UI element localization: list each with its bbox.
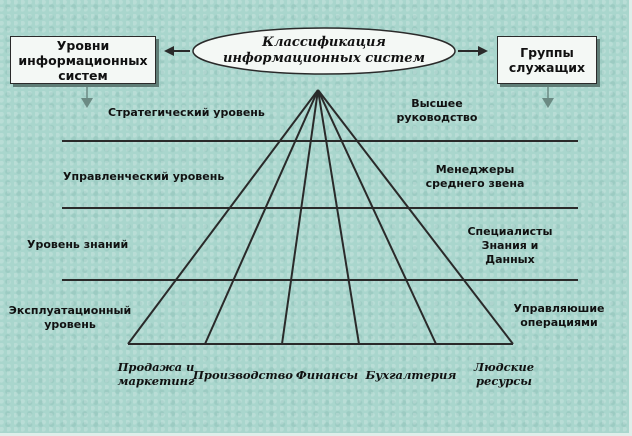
area-accounting: Бухгалтерия (365, 368, 457, 382)
level-strategic: Стратегический уровень (108, 106, 265, 119)
center-ellipse (192, 27, 456, 75)
pyramid-ray (317, 89, 437, 345)
pyramid-ray (127, 89, 319, 345)
employee-top: Высшее руководство (396, 97, 478, 124)
area-finance: Финансы (295, 368, 359, 382)
level-knowledge: Уровень знаний (27, 238, 129, 251)
area-sales: Продажа и маркетинг (117, 360, 195, 388)
level-operational: Эксплуатационный уровень (8, 304, 132, 331)
area-hr: Людские ресурсы (473, 360, 535, 388)
area-production: Производство (193, 368, 293, 382)
level-management: Управленческий уровень (63, 170, 225, 183)
employee-groups-box: Группы служащих (497, 36, 597, 84)
employee-operations: Управляюшие операциями (513, 302, 605, 329)
pyramid-rays (127, 89, 514, 345)
employee-specialists: Специалисты Знания и Данных (467, 225, 553, 266)
employee-middle: Менеджеры среднего звена (425, 163, 525, 190)
right-down-arrow (542, 84, 554, 108)
center-title: Классификация информационных систем (223, 35, 425, 66)
levels-box: Уровни информационных систем (10, 36, 156, 84)
pyramid-ray (281, 89, 319, 345)
left-down-arrow (81, 84, 93, 108)
pyramid-ray (204, 89, 319, 345)
pyramid-ray (317, 89, 360, 345)
pyramid-ray (317, 89, 514, 345)
